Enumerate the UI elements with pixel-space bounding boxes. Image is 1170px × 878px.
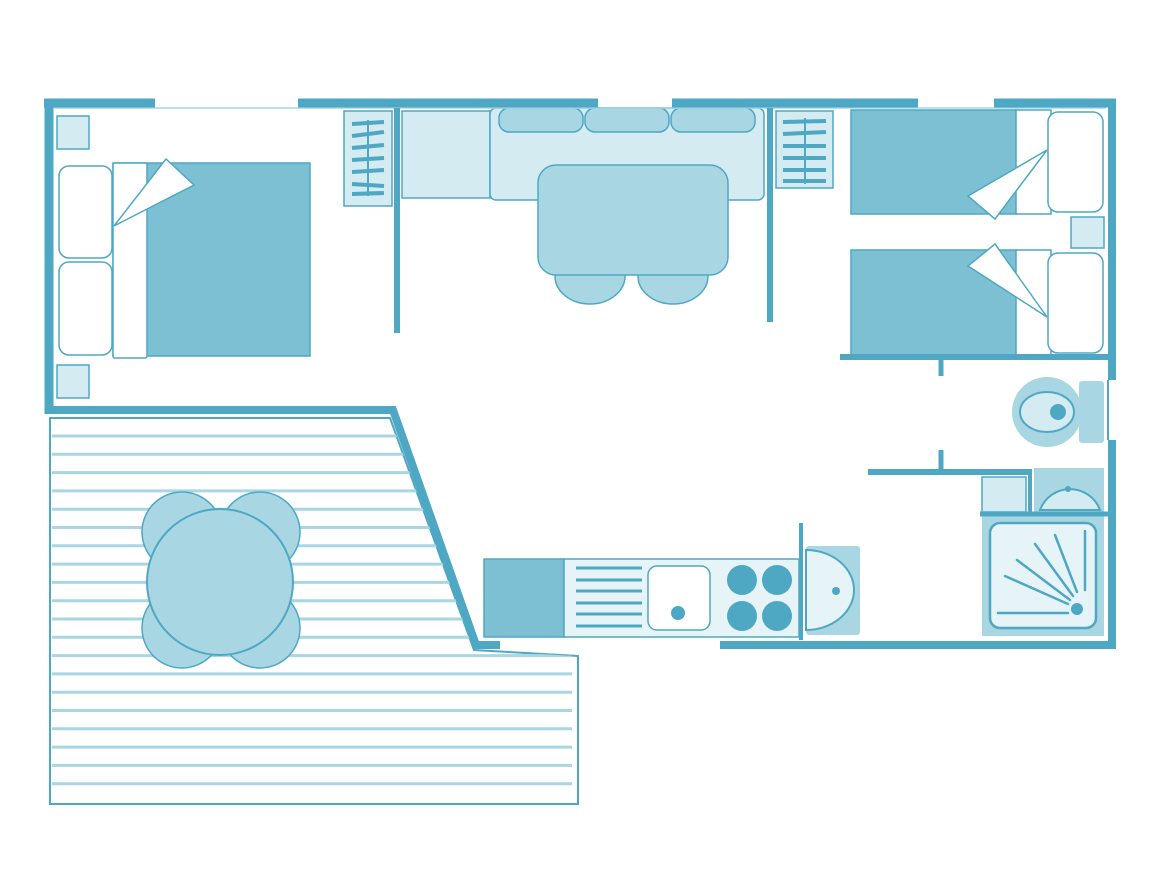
pillow [58,261,113,356]
cabinet [401,110,491,199]
sink [647,565,711,631]
bathroom [981,468,1104,636]
sink-drain [671,606,685,620]
folded-sheet [966,242,1048,318]
burner [762,601,792,631]
shower-drain [1071,603,1083,615]
round-table [146,508,294,656]
folded-sheet [966,149,1048,221]
hangers-icon [351,120,385,196]
basin-drain [1065,486,1071,492]
hangers-icon [782,118,827,184]
cushion [584,107,670,133]
pillow [58,165,113,259]
nightstand [1070,216,1105,249]
toilet-tank [1079,381,1104,443]
folded-sheet [113,157,196,227]
pillow [1047,252,1104,354]
shelf [981,476,1027,513]
kitchen [483,546,860,638]
walls [44,98,1116,649]
terrace-table [141,491,301,669]
shower-spray-icon [996,529,1087,615]
wc [1012,377,1104,447]
burner [762,565,792,595]
toilet-seat [1019,391,1075,433]
burner [727,601,757,631]
twin-bedroom [850,109,1105,356]
fridge [483,558,565,638]
toilet-drain [1050,404,1066,420]
washbasin [1038,488,1102,511]
dining-table [537,164,729,276]
cushion [670,107,756,133]
cushion [498,107,584,133]
burner [727,565,757,595]
living-dining [401,107,834,305]
basin-drain [832,587,840,595]
drainer [576,566,642,628]
nightstand [56,115,90,150]
master-bedroom [56,110,393,399]
pillow [1047,111,1104,213]
hand-basin [805,548,855,632]
shower-tray [988,521,1098,630]
nightstand [56,364,90,399]
